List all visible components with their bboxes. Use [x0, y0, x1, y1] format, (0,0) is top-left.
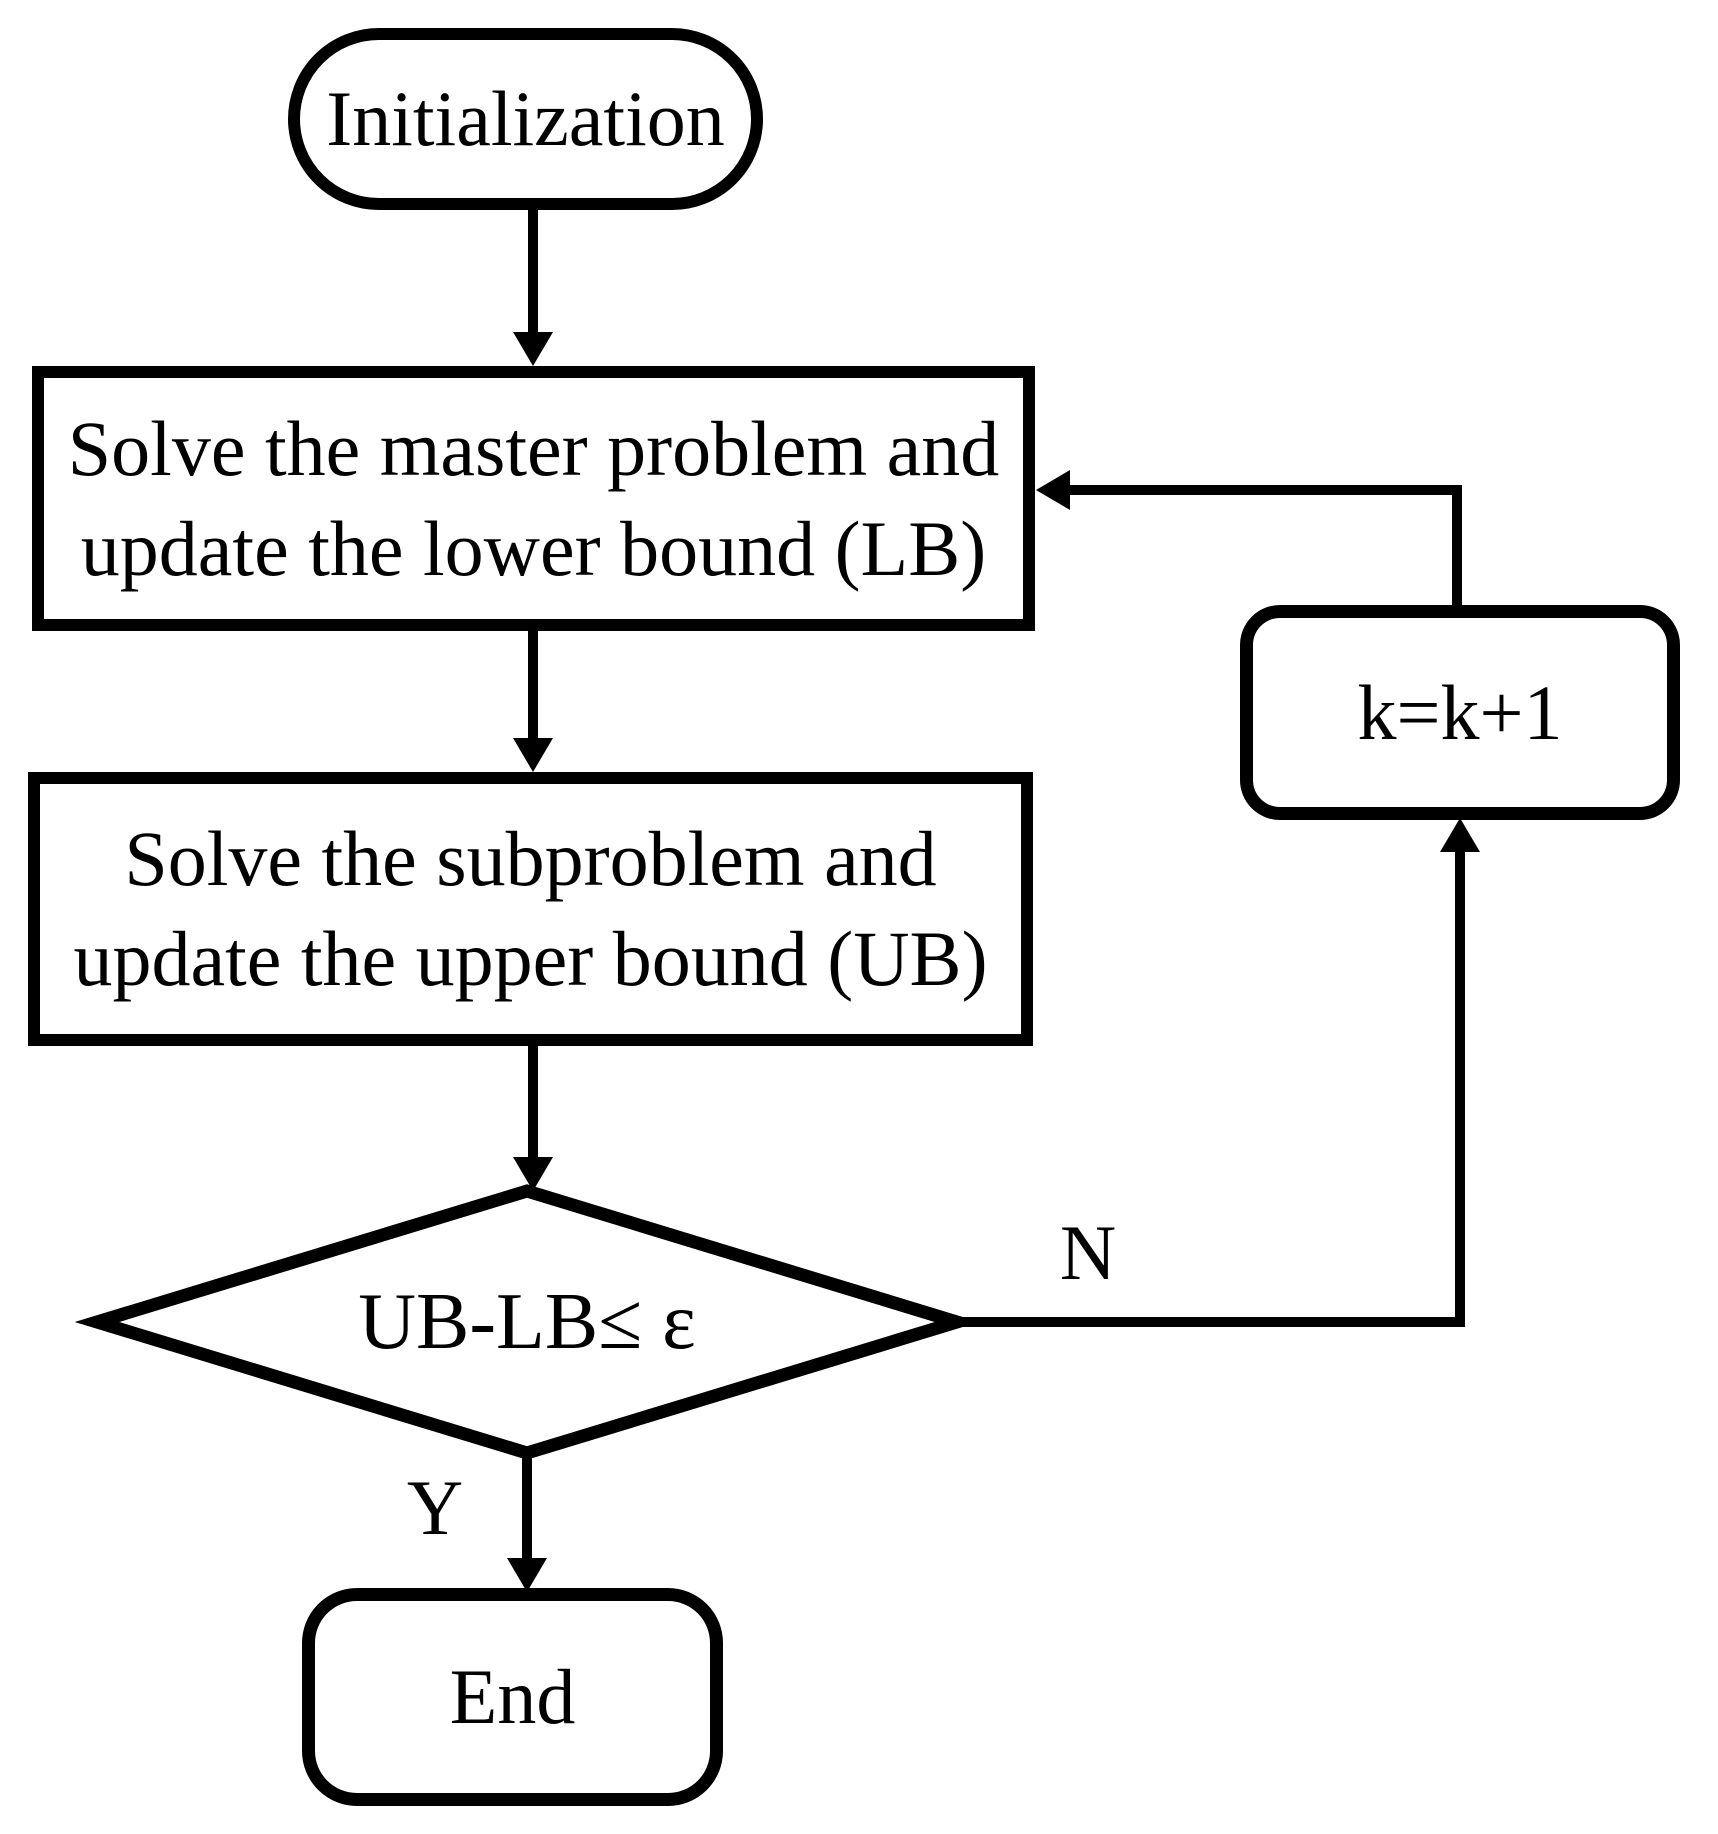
branch-label-no: N: [1059, 1209, 1117, 1296]
end-node-label: End: [449, 1653, 576, 1741]
decision-node-label: UB-LB≤ ε: [358, 1277, 696, 1366]
master-problem-node: Solve the master problem and update the …: [32, 366, 1035, 631]
end-node: End: [302, 1588, 723, 1806]
init-node: Initialization: [288, 28, 763, 210]
subproblem-line1: Solve the subproblem and: [124, 815, 937, 903]
decision-diamond-shape: [74, 1184, 980, 1460]
arrowhead-into-decision-top: [513, 1157, 553, 1191]
subproblem-line2: update the upper bound (UB): [73, 915, 988, 1002]
increment-node: k=k+1: [1240, 605, 1680, 820]
arrowhead-into-sub-top: [513, 738, 553, 772]
master-problem-line2: update the lower bound (LB): [80, 504, 987, 592]
increment-node-label: k=k+1: [1357, 668, 1563, 756]
subproblem-node: Solve the subproblem and update the uppe…: [28, 772, 1033, 1046]
arrow-decision-to-increment: [957, 850, 1465, 1327]
arrowhead-into-master-top: [513, 332, 553, 366]
branch-label-yes: Y: [406, 1464, 464, 1551]
arrow-increment-to-master: [1065, 485, 1462, 612]
init-node-label: Initialization: [326, 75, 725, 163]
arrowhead-into-end-top: [507, 1558, 547, 1592]
arrowhead-into-master-right: [1036, 470, 1070, 510]
arrowhead-into-increment-bottom: [1440, 818, 1480, 852]
master-problem-line1: Solve the master problem and: [67, 404, 1000, 492]
